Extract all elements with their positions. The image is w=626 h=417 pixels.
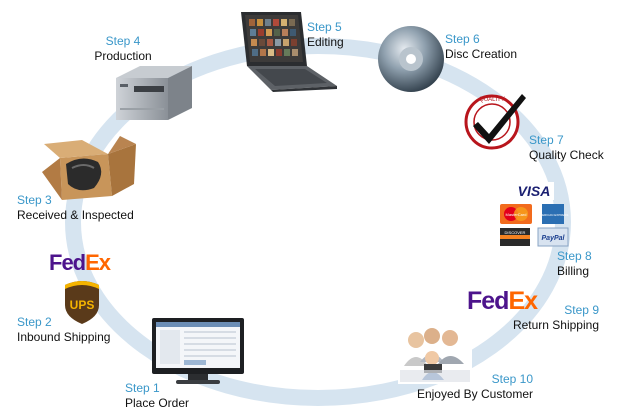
step-number: Step 2 — [17, 315, 52, 329]
laptop-icon — [241, 12, 337, 92]
step-number: Step 5 — [307, 20, 342, 34]
visa-logo: VISA — [518, 183, 551, 199]
step-label: Production — [94, 49, 152, 63]
step-6: Step 6 Disc Creation — [445, 32, 517, 62]
step-10: Step 10 Enjoyed By Customer — [408, 372, 533, 402]
monitor-icon — [152, 318, 244, 384]
fedex-ex-text: Ex — [85, 250, 111, 275]
credit-cards-icon: VISA MasterCard AMERICAN EXPRESS DISCOVE… — [500, 182, 569, 247]
step-4: Step 4 Production — [90, 34, 156, 64]
step-label: Enjoyed By Customer — [416, 387, 533, 401]
open-box-icon — [42, 136, 136, 200]
discover-logo: DISCOVER — [505, 230, 526, 235]
ups-shield-icon: UPS — [65, 281, 99, 324]
quality-seal-text: QUALITY — [479, 97, 505, 103]
amex-logo: AMERICAN EXPRESS — [538, 213, 569, 217]
step-number: Step 8 — [557, 249, 592, 263]
step-1: Step 1 Place Order — [125, 381, 189, 411]
step-number: Step 9 — [564, 303, 599, 317]
fedex-logo-left: FedEx — [49, 250, 111, 276]
step-5: Step 5 Editing — [307, 20, 344, 50]
step-label: Editing — [307, 35, 344, 49]
step-label: Received & Inspected — [17, 208, 134, 222]
step-8: Step 8 Billing — [557, 249, 592, 279]
step-label: Return Shipping — [512, 318, 599, 332]
film-scanner-icon — [116, 66, 192, 120]
step-label: Quality Check — [529, 148, 604, 162]
step-number: Step 10 — [491, 372, 533, 386]
step-label: Inbound Shipping — [17, 330, 111, 344]
mastercard-logo: MasterCard — [506, 212, 527, 217]
step-label: Place Order — [125, 396, 190, 410]
fedex-fed-text: Fed — [49, 250, 86, 275]
dvd-disc-icon — [378, 26, 444, 92]
step-3: Step 3 Received & Inspected — [17, 193, 134, 223]
step-number: Step 7 — [529, 133, 564, 147]
quality-seal-icon: QUALITY — [464, 94, 526, 150]
step-number: Step 1 — [125, 381, 160, 395]
step-label: Disc Creation — [445, 47, 518, 61]
step-2: Step 2 Inbound Shipping — [17, 315, 110, 345]
step-label: Billing — [557, 264, 590, 278]
fedex-ex-text: Ex — [508, 287, 538, 315]
family-photo-icon — [398, 318, 472, 384]
step-number: Step 6 — [445, 32, 480, 46]
ups-logo-text: UPS — [70, 298, 95, 312]
step-9: Step 9 Return Shipping — [507, 303, 599, 333]
fedex-logo-right: FedEx — [467, 286, 538, 316]
step-number: Step 4 — [105, 34, 141, 48]
step-7: Step 7 Quality Check — [529, 133, 604, 163]
step-number: Step 3 — [17, 193, 52, 207]
fedex-fed-text: Fed — [467, 287, 509, 315]
paypal-logo: PayPal — [542, 235, 566, 242]
